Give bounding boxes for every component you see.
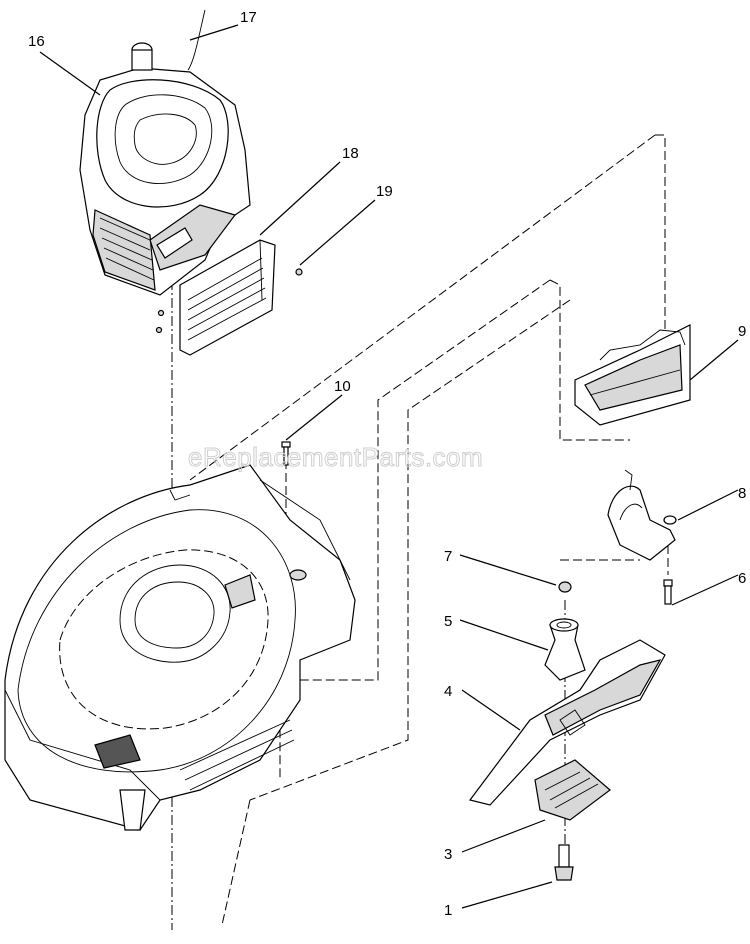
watermark-text: eReplacementParts.com	[188, 442, 483, 472]
callouts: 16 17 18 19 9 10 8 6 7 5 4 3 1	[28, 9, 746, 919]
callout-9: 9	[738, 323, 746, 340]
alignment-lines	[171, 134, 669, 930]
callout-8: 8	[738, 485, 746, 502]
mower-deck	[4, 464, 356, 831]
callout-4: 4	[444, 683, 452, 700]
callout-5: 5	[444, 613, 452, 630]
callout-6: 6	[738, 570, 746, 587]
blade-stiffener	[534, 759, 611, 821]
callout-7: 7	[444, 548, 452, 565]
blade-bracket	[607, 469, 677, 561]
engine	[79, 9, 251, 296]
callout-17: 17	[240, 9, 257, 26]
callout-3: 3	[444, 846, 452, 863]
bolt-6	[663, 579, 673, 605]
callout-18: 18	[342, 145, 359, 162]
callout-1: 1	[444, 902, 452, 919]
callout-16: 16	[28, 33, 45, 50]
blade-bolt	[554, 844, 574, 881]
callout-19: 19	[376, 183, 393, 200]
blade	[468, 639, 666, 806]
screws	[155, 268, 303, 334]
blade-adapter	[544, 618, 586, 681]
engine-grille	[179, 239, 276, 356]
callout-10: 10	[334, 378, 351, 395]
bolt-10	[281, 441, 291, 466]
nut-7	[558, 581, 572, 593]
leader-lines	[39, 24, 739, 909]
baffle	[574, 324, 691, 426]
